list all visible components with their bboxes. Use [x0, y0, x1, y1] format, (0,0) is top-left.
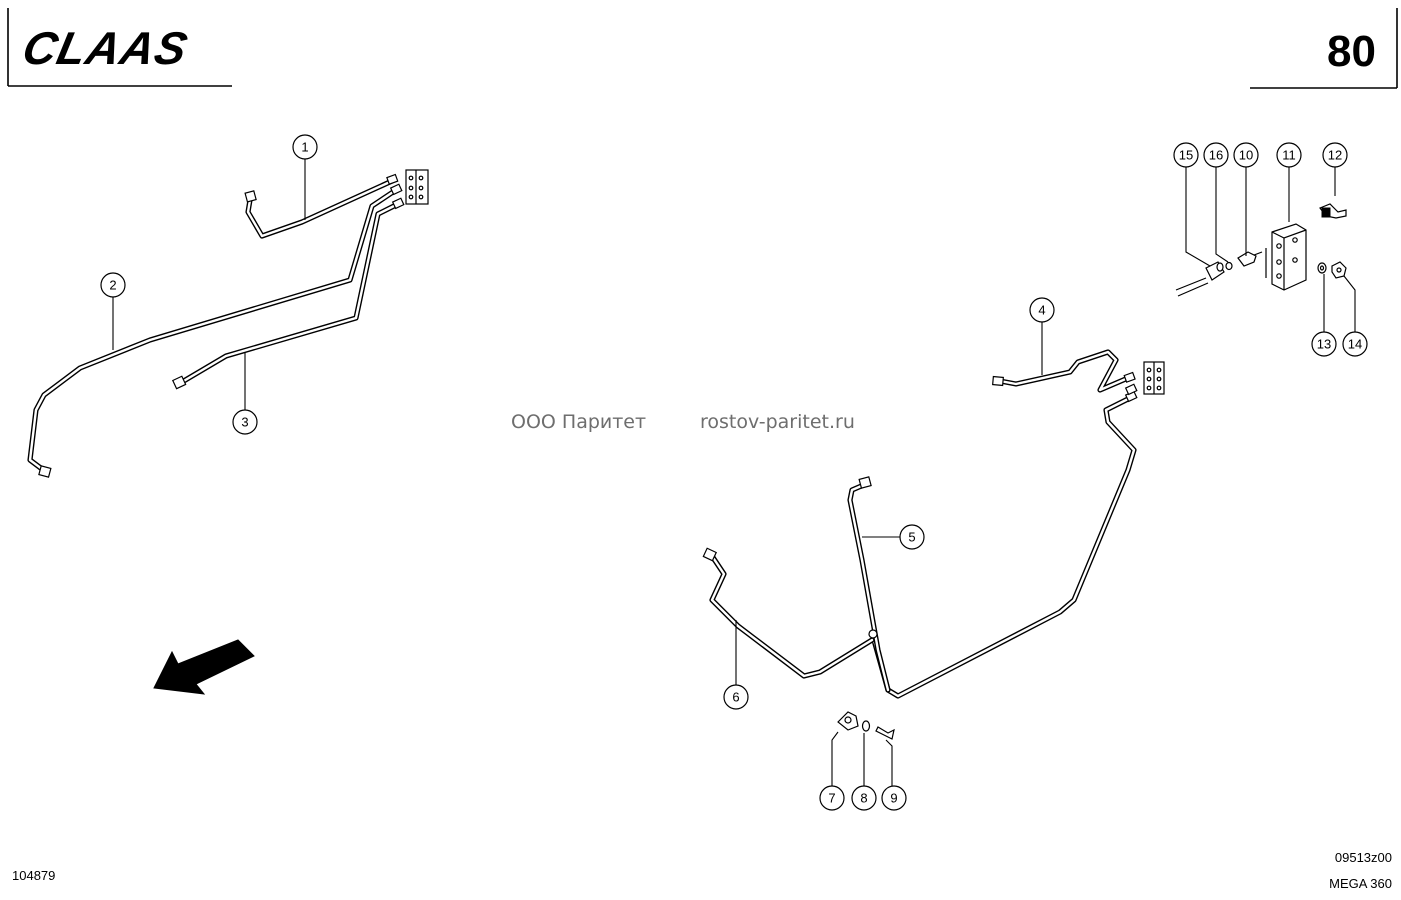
- svg-text:14: 14: [1348, 337, 1362, 352]
- callout-3: 3: [232, 409, 258, 435]
- pipe-1: [244, 173, 399, 239]
- callout-8: 8: [851, 785, 877, 811]
- pipe-main-route: [871, 383, 1138, 699]
- callout-1: 1: [292, 134, 318, 160]
- pipe-3: [171, 197, 405, 390]
- fitting-10: [1237, 251, 1263, 267]
- callout-5: 5: [899, 524, 925, 550]
- pipe-stub: [1175, 277, 1209, 297]
- watermark-site: rostov-paritet.ru: [700, 411, 855, 433]
- callout-13: 13: [1311, 331, 1337, 357]
- svg-text:12: 12: [1328, 148, 1342, 163]
- callout-12: 12: [1322, 142, 1348, 168]
- callout-9: 9: [881, 785, 907, 811]
- ring-16: [1225, 261, 1233, 271]
- clamp-7: [837, 711, 859, 731]
- svg-text:7: 7: [828, 791, 835, 806]
- model-name: MEGA 360: [1329, 876, 1392, 891]
- svg-text:15: 15: [1179, 148, 1193, 163]
- svg-text:3: 3: [241, 415, 248, 430]
- svg-text:6: 6: [732, 690, 739, 705]
- leader-lines: [112, 159, 1356, 786]
- svg-text:11: 11: [1282, 148, 1296, 163]
- callout-11: 11: [1276, 142, 1302, 168]
- brand-logo: CLAAS: [18, 22, 192, 73]
- callout-15: 15: [1173, 142, 1199, 168]
- callout-4: 4: [1029, 297, 1055, 323]
- svg-text:9: 9: [890, 791, 897, 806]
- nut-14: [1331, 261, 1347, 279]
- figure-code: 09513z00: [1335, 850, 1392, 865]
- valve-block-11: [1265, 223, 1307, 291]
- header-frame: [7, 8, 1398, 89]
- callout-16: 16: [1203, 142, 1229, 168]
- watermark-company: ООО Паритет: [511, 411, 646, 433]
- bolt-9: [875, 726, 895, 740]
- travel-direction-arrow-icon: [153, 639, 255, 695]
- svg-text:13: 13: [1317, 337, 1331, 352]
- callout-14: 14: [1342, 331, 1368, 357]
- pipe-2: [27, 183, 403, 478]
- callout-2: 2: [100, 272, 126, 298]
- pipe-4: [992, 349, 1136, 393]
- washer-8: [861, 720, 871, 732]
- nut-15: [1205, 261, 1225, 281]
- svg-text:8: 8: [860, 791, 867, 806]
- callout-10: 10: [1233, 142, 1259, 168]
- callout-6: 6: [723, 684, 749, 710]
- page-number: 80: [1327, 27, 1376, 76]
- svg-text:2: 2: [109, 278, 116, 293]
- distribution-block-left: [405, 169, 429, 205]
- callout-7: 7: [819, 785, 845, 811]
- svg-text:4: 4: [1038, 303, 1045, 318]
- washer-13: [1317, 262, 1327, 274]
- drawing-number: 104879: [12, 868, 55, 883]
- svg-text:16: 16: [1209, 148, 1223, 163]
- svg-text:5: 5: [908, 530, 915, 545]
- distribution-block-right: [1143, 361, 1165, 395]
- elbow-fitting-12: [1319, 203, 1347, 219]
- svg-text:1: 1: [301, 140, 308, 155]
- svg-text:10: 10: [1239, 148, 1253, 163]
- pipe-5: [847, 476, 891, 693]
- pipe-6: [702, 547, 878, 679]
